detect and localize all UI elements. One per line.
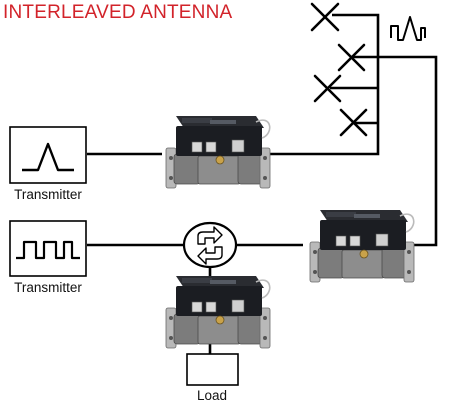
transmitter-top-box bbox=[9, 126, 87, 184]
power-meter-right bbox=[309, 209, 415, 283]
signal-lines bbox=[87, 13, 438, 354]
power-meter-top bbox=[165, 115, 271, 189]
transmitter-bottom: Transmitter bbox=[9, 220, 87, 295]
load-box bbox=[186, 353, 239, 386]
antenna-element-3-icon bbox=[313, 74, 342, 103]
received-pulse-icon bbox=[390, 16, 426, 41]
pulse-train-icon bbox=[16, 240, 80, 260]
antenna-element-1-icon bbox=[310, 2, 340, 32]
antenna-element-4-icon bbox=[339, 108, 368, 137]
rotating-arrows-switch-icon bbox=[182, 221, 238, 269]
load-label: Load bbox=[197, 388, 227, 403]
antenna-element-2-icon bbox=[337, 43, 366, 72]
transmitter-bottom-box bbox=[9, 220, 87, 277]
single-pulse-icon bbox=[22, 142, 74, 172]
transmitter-bottom-label: Transmitter bbox=[14, 280, 82, 295]
transmitter-top-label: Transmitter bbox=[14, 187, 82, 202]
diagram-title: INTERLEAVED ANTENNA bbox=[3, 2, 233, 23]
power-meter-bottom bbox=[165, 275, 271, 349]
transmitter-top: Transmitter bbox=[9, 126, 87, 202]
antenna-array bbox=[310, 2, 368, 137]
load: Load bbox=[186, 353, 239, 403]
